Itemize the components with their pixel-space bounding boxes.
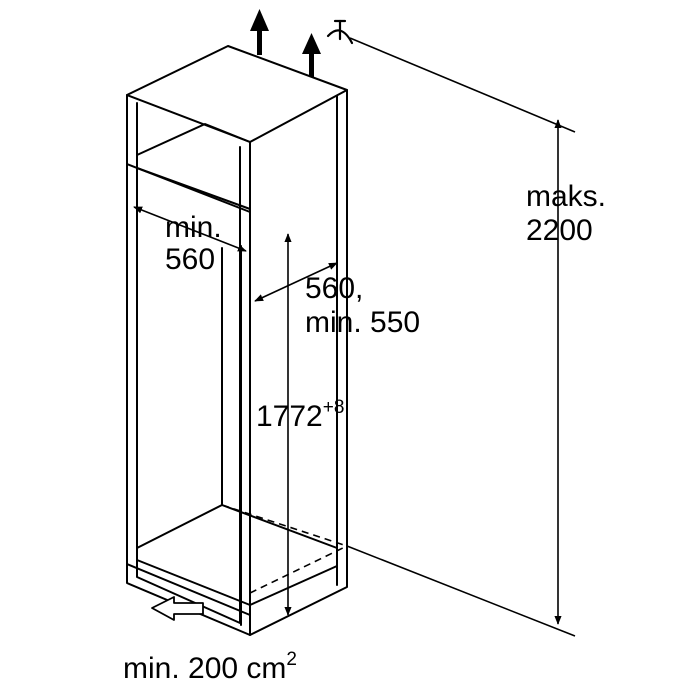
depth-min-label-line1: min. xyxy=(165,211,222,244)
depth-arrow xyxy=(133,206,247,252)
vent-area-label: min. 200 cm2 xyxy=(123,649,297,690)
niche-height-label: 1772+8 xyxy=(256,397,345,438)
top-shelf xyxy=(136,123,251,156)
air-intake-arrow-icon xyxy=(151,596,204,621)
vent-area-text: min. 200 cm xyxy=(123,652,287,685)
width-label-line1: 560, xyxy=(305,272,364,305)
niche-height-value: 1772 xyxy=(256,400,323,433)
cabinet-front-face xyxy=(126,94,251,636)
niche-height-tolerance: +8 xyxy=(322,397,345,418)
cabinet-front-inner xyxy=(136,102,241,624)
max-height-label-line2: 2200 xyxy=(526,214,593,247)
width-arrow xyxy=(254,262,338,302)
depth-min-label-line2: 560 xyxy=(165,243,216,276)
width-label-line2: min. 550 xyxy=(305,306,421,339)
height-reference-icon xyxy=(326,19,354,45)
max-ext-bottom xyxy=(346,545,576,637)
vent-up-arrow-icon xyxy=(302,33,321,77)
cabinet-right-side xyxy=(249,89,348,636)
vent-area-exponent: 2 xyxy=(286,649,297,670)
bottom-shelf xyxy=(136,504,338,549)
vent-up-arrow-icon xyxy=(250,9,269,55)
cabinet-top xyxy=(126,45,348,143)
cabinet-outline xyxy=(126,45,348,636)
max-height-label-line1: maks. xyxy=(526,180,607,213)
max-ext-top xyxy=(349,37,576,133)
